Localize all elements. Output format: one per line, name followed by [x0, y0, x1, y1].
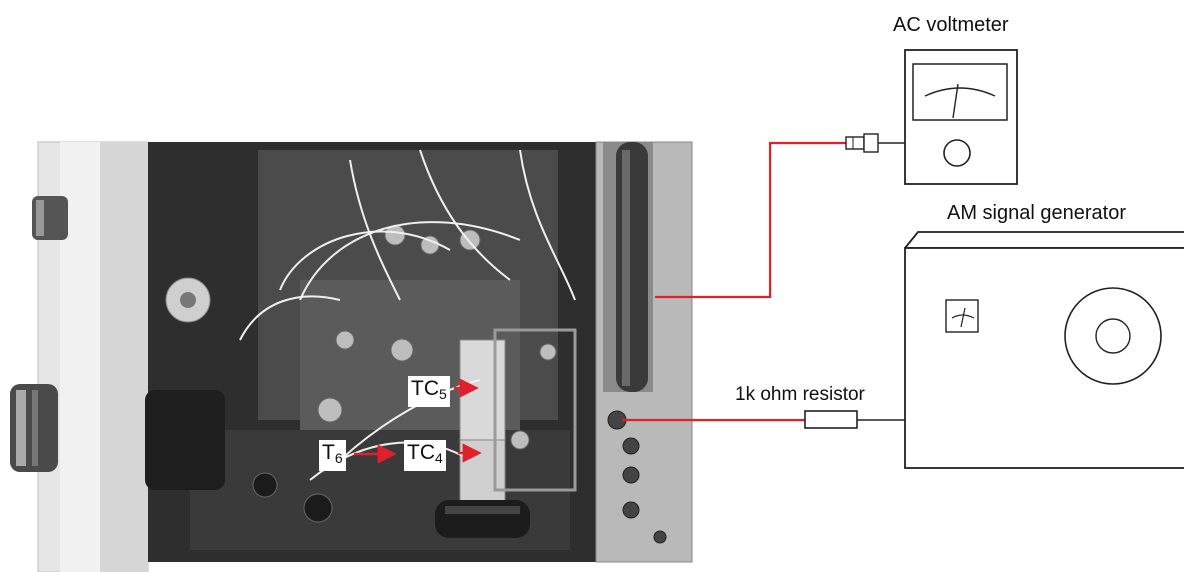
pulley [435, 500, 530, 538]
lower-knob [10, 384, 58, 472]
voltmeter-plug [846, 134, 905, 152]
tc5-label-sub: 5 [439, 386, 447, 402]
tc4-label: TC4 [404, 440, 446, 471]
t6-label: T6 [319, 440, 346, 471]
receiver-chassis-photo [10, 142, 692, 572]
am-signal-generator-caption: AM signal generator [947, 202, 1126, 225]
tc5-label: TC5 [408, 376, 450, 407]
tc4-label-main: TC [407, 441, 435, 464]
t6-label-sub: 6 [335, 450, 343, 466]
tc4-label-sub: 4 [435, 450, 443, 466]
am-signal-generator [905, 232, 1184, 468]
resistor [805, 411, 905, 428]
ac-voltmeter [846, 50, 1017, 184]
tc5-label-main: TC [411, 377, 439, 400]
resistor-caption: 1k ohm resistor [735, 384, 865, 406]
t6-label-main: T [322, 441, 335, 464]
upper-knob [32, 196, 68, 240]
ac-voltmeter-caption: AC voltmeter [893, 14, 1009, 37]
